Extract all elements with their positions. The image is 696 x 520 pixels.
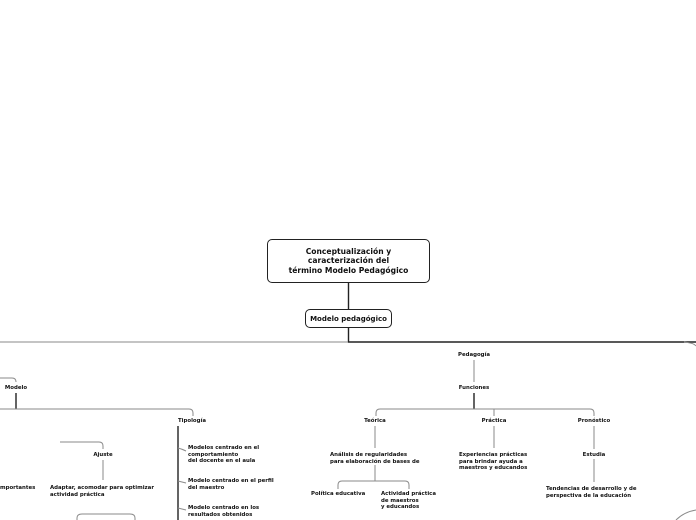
root-title-line: caracterización del (307, 256, 390, 266)
node-text-line: Modelos centrado en el (188, 445, 260, 451)
node-text-line: y educandos (381, 504, 420, 511)
node-funciones[interactable]: Funciones (458, 385, 490, 391)
node-estudia[interactable]: Estudia (582, 452, 606, 458)
node-text-line: perspectiva de la educación (546, 492, 632, 499)
node-text-line: actividad práctica (50, 491, 105, 498)
node-tipologia[interactable]: Tipología (178, 418, 206, 424)
node-actividad-practica[interactable]: Actividad práctica de maestros y educand… (381, 491, 436, 511)
node-text-line: resultados obtenidos (188, 511, 253, 518)
node-tipologia-comportamiento[interactable]: Modelos centrado en el comportamiento de… (188, 445, 259, 465)
node-ajuste[interactable]: Ajuste (93, 452, 113, 458)
node-text-line: comportamiento (188, 451, 239, 458)
node-pedagogia[interactable]: Pedagogía (457, 352, 491, 358)
node-text-line: Adaptar, acomodar para optimizar (50, 485, 154, 491)
node-adaptar[interactable]: Adaptar, acomodar para optimizar activid… (50, 485, 154, 498)
root-title-line: Conceptualización y (305, 246, 392, 256)
node-text-line: para brindar ayuda a (459, 458, 523, 465)
node-text-line: Modelo centrado en el perfil (188, 478, 274, 484)
root-topic[interactable]: Conceptualización y caracterización del … (267, 239, 430, 283)
node-text-line: del docente en el aula (188, 458, 256, 465)
node-teorica[interactable]: Teórica (364, 418, 386, 424)
main-topic-modelo-pedagogico[interactable]: Modelo pedagógico (305, 309, 392, 328)
node-analisis[interactable]: Análisis de regularidades para elaboraci… (330, 452, 419, 465)
node-text-line: del maestro (188, 484, 225, 491)
root-title-line: término Modelo Pedagógico (288, 265, 409, 275)
node-tendencias[interactable]: Tendencias de desarrollo y de perspectiv… (546, 486, 637, 499)
node-text-line: para elaboración de bases de (330, 458, 420, 465)
main-topic-label: Modelo pedagógico (310, 314, 387, 323)
node-practica[interactable]: Práctica (481, 418, 507, 424)
node-text-line: Actividad práctica (381, 491, 436, 497)
node-text-line: Tendencias de desarrollo y de (546, 486, 637, 492)
node-modelo[interactable]: Modelo (4, 385, 28, 391)
node-experiencias[interactable]: Experiencias prácticas para brindar ayud… (459, 452, 527, 472)
node-text-line: de maestros (381, 497, 419, 504)
node-tipologia-perfil[interactable]: Modelo centrado en el perfil del maestro (188, 478, 274, 491)
node-text-line: Experiencias prácticas (459, 452, 528, 458)
node-politica-educativa[interactable]: Política educativa (311, 491, 366, 497)
node-text-line: Modelo centrado en los (188, 505, 260, 511)
node-pronostico[interactable]: Pronóstico (577, 418, 611, 424)
node-tipologia-resultados[interactable]: Modelo centrado en los resultados obteni… (188, 505, 259, 518)
node-importantes[interactable]: mportantes (0, 485, 36, 491)
node-text-line: Análisis de regularidades (330, 452, 408, 458)
node-text-line: maestros y educandos (459, 465, 528, 472)
